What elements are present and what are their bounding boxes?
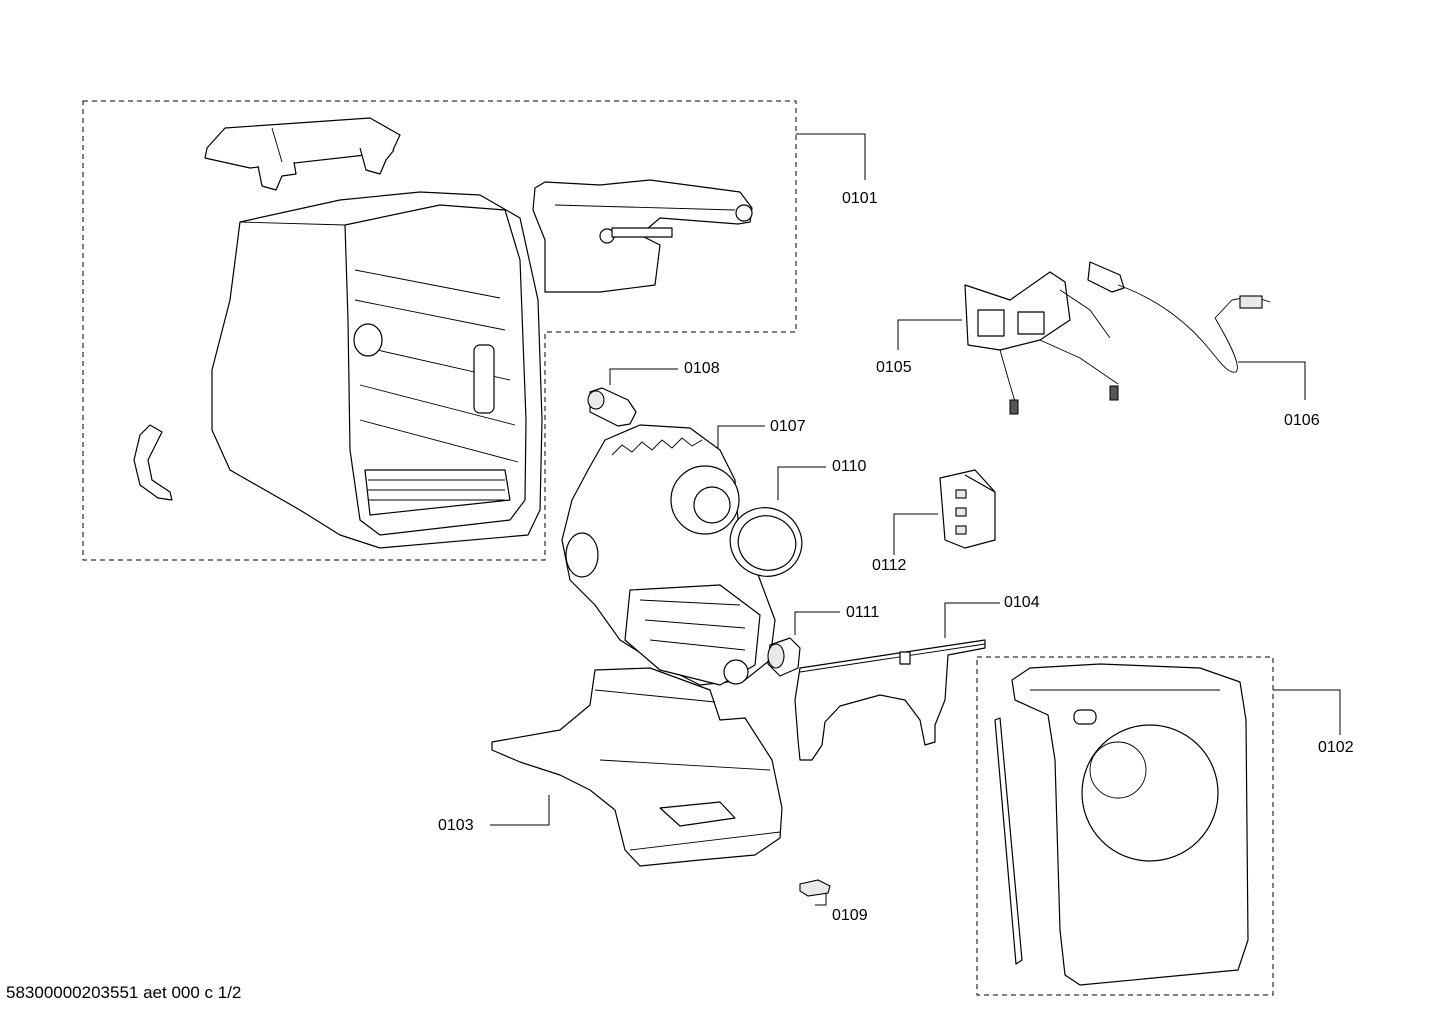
document-code: 58300000203551 aet 000 c 1/2 (6, 983, 242, 1002)
leader-lines (490, 133, 1341, 906)
housing-part (211, 191, 543, 549)
callout-0101: 0101 (842, 190, 878, 207)
leader-0111 (794, 611, 840, 635)
leader-0105 (897, 319, 962, 350)
part-0112-switch (939, 469, 996, 549)
callout-0103: 0103 (438, 817, 474, 834)
leader-0101 (796, 133, 866, 180)
callout-0108: 0108 (684, 360, 720, 377)
leader-0107 (717, 425, 765, 458)
part-0106-cord (1087, 261, 1271, 373)
leader-0108 (609, 368, 678, 385)
callout-0105: 0105 (876, 359, 912, 376)
part-0104-plate (794, 639, 986, 761)
callout-0112: 0112 (872, 557, 907, 574)
part-0107-motor (561, 424, 776, 686)
leader-0110 (777, 466, 826, 500)
part-0109-clip (799, 879, 831, 897)
part-0108 (587, 387, 637, 427)
callout-0109: 0109 (832, 907, 868, 924)
group-box-0101 (82, 100, 797, 561)
part-0103-base (491, 667, 783, 867)
callout-0111: 0111 (846, 604, 880, 621)
part-0105-module (964, 271, 1119, 415)
side-clip-part (133, 424, 173, 501)
leader-0103 (490, 795, 550, 826)
callout-0110: 0110 (832, 458, 867, 475)
part-0110-ring (729, 507, 803, 577)
callout-0107: 0107 (770, 418, 806, 435)
leader-0102 (1273, 689, 1341, 735)
lid-part (204, 117, 401, 191)
part-0102-door (994, 663, 1249, 986)
callout-0102: 0102 (1318, 739, 1354, 756)
leader-0106 (1238, 361, 1306, 400)
part-0111-bushing (767, 637, 801, 677)
leader-0104 (944, 602, 1000, 638)
group-box-0102 (976, 656, 1274, 996)
callout-0104: 0104 (1004, 594, 1040, 611)
callout-0106: 0106 (1284, 412, 1320, 429)
top-bracket-part (532, 179, 753, 293)
leader-0112 (893, 513, 938, 555)
